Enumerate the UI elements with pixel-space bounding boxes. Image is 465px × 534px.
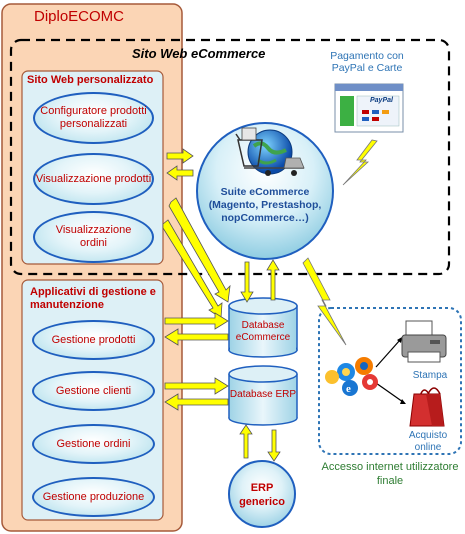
management-panel-title: Applicativi di gestione e manutenzione	[30, 286, 156, 311]
oval-label: Gestione prodotti	[51, 333, 136, 346]
app-title: DiploECOMC	[34, 8, 125, 25]
oval-gestione-produzione[interactable]: Gestione produzione	[32, 477, 155, 517]
access-dotted-box	[318, 307, 462, 455]
print-label: Stampa	[412, 370, 448, 381]
oval-label: Gestione clienti	[55, 384, 132, 397]
purchase-label: Acquisto online	[408, 430, 448, 453]
arrows-layer	[162, 139, 378, 462]
paypal-brand: PayPal	[370, 97, 393, 104]
browser-icons: e	[325, 357, 378, 396]
suite-label: Suite eCommerce (Magento, Prestashop, no…	[208, 186, 322, 224]
website-dashed-box	[9, 38, 451, 276]
website-title: Sito Web eCommerce	[132, 46, 266, 61]
suite-ecommerce-circle	[196, 122, 334, 260]
oval-label: Visualizzazione prodotti	[35, 172, 152, 185]
oval-label: Gestione ordini	[56, 437, 131, 450]
oval-gestione-clienti[interactable]: Gestione clienti	[32, 371, 155, 411]
database-erp-label: Database ERP	[229, 389, 297, 400]
custom-site-panel-title: Sito Web personalizzato	[27, 74, 154, 86]
oval-gestione-prodotti[interactable]: Gestione prodotti	[32, 320, 155, 360]
database-ecommerce-label: Database eCommerce	[235, 320, 291, 343]
erp-label: ERP generico	[239, 482, 285, 508]
oval-visualizzazione-ordini[interactable]: Visualizzazione ordini	[33, 211, 154, 263]
printer-icon	[401, 320, 447, 363]
shopping-bag-icon	[409, 387, 445, 427]
oval-configuratore[interactable]: Configuratore prodotti personalizzati	[33, 92, 154, 144]
oval-gestione-ordini[interactable]: Gestione ordini	[32, 424, 155, 464]
database-ecommerce-shape	[228, 297, 298, 358]
access-caption: Accesso internet utilizzatore finale	[321, 461, 459, 487]
erp-circle	[228, 460, 296, 528]
oval-visualizzazione-prodotti[interactable]: Visualizzazione prodotti	[33, 153, 154, 205]
paypal-window-icon	[334, 83, 404, 133]
oval-label: Configuratore prodotti personalizzati	[40, 105, 147, 130]
database-erp-shape	[228, 365, 298, 426]
payment-label: Pagamento con PayPal e Carte	[330, 50, 404, 74]
svg-text:e: e	[346, 383, 351, 395]
oval-label: Gestione produzione	[42, 490, 145, 503]
oval-label: Visualizzazione ordini	[55, 224, 132, 249]
globe-cart-icon	[235, 127, 305, 176]
